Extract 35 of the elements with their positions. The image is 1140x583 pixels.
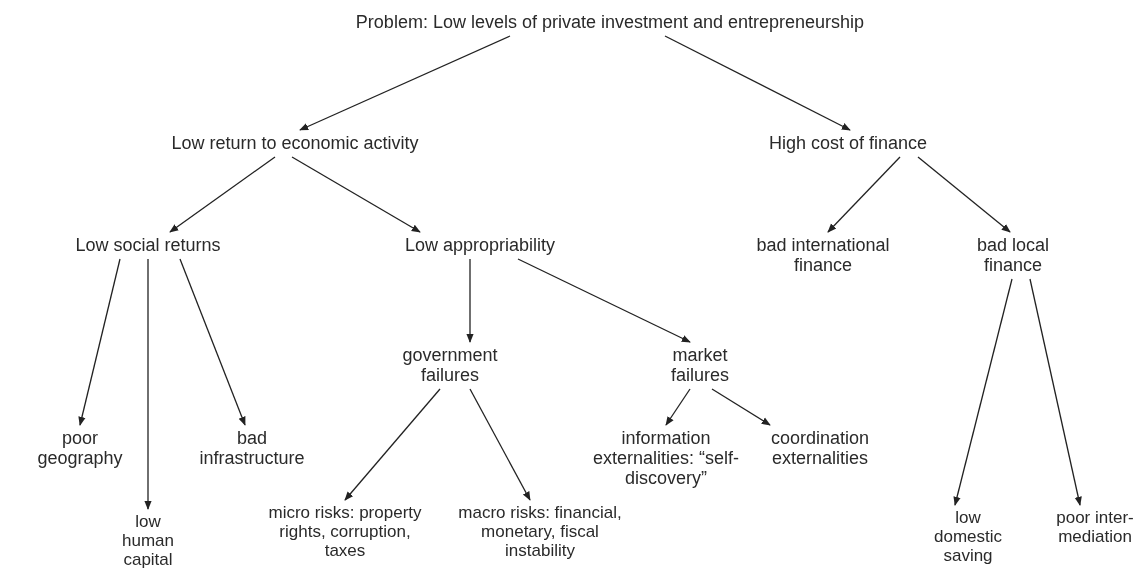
node-label: market failures: [670, 345, 730, 385]
node-label: coordination externalities: [769, 428, 871, 468]
arrow: [179, 258, 246, 426]
node-label: Low appropriability: [403, 235, 557, 255]
arrow: [78, 258, 121, 426]
node-label: poor geography: [36, 428, 124, 468]
node-label: bad infrastructure: [198, 428, 306, 468]
node-label: low domestic saving: [933, 508, 1003, 565]
node-label: low human capital: [121, 512, 175, 569]
arrow: [344, 388, 441, 501]
node-label: bad local finance: [975, 235, 1051, 275]
arrow: [291, 156, 421, 233]
arrow: [469, 388, 531, 501]
arrow: [827, 156, 901, 233]
arrow: [665, 388, 691, 426]
arrow: [917, 156, 1011, 233]
node-label: micro risks: property rights, corruption, taxes: [267, 503, 423, 560]
node-label: Low return to economic activity: [170, 133, 420, 153]
node-label: macro risks: financial, monetary, fiscal instability: [457, 503, 623, 560]
arrow: [664, 35, 851, 131]
arrow: [466, 258, 474, 343]
arrow: [169, 156, 276, 233]
node-label: Problem: Low levels of private investment and entrepreneurship: [354, 12, 866, 32]
arrow: [299, 35, 511, 131]
arrow: [1029, 278, 1082, 506]
arrow: [711, 388, 771, 426]
arrow: [517, 258, 691, 343]
node-label: government failures: [401, 345, 499, 385]
node-label: information externalities: “self-discovery”: [591, 428, 741, 488]
node-label: poor inter-mediation: [1055, 508, 1135, 546]
node-label: Low social returns: [74, 235, 222, 255]
arrow: [144, 258, 152, 510]
node-label: bad international finance: [755, 235, 891, 275]
arrow: [953, 278, 1013, 506]
node-label: High cost of finance: [767, 133, 929, 153]
